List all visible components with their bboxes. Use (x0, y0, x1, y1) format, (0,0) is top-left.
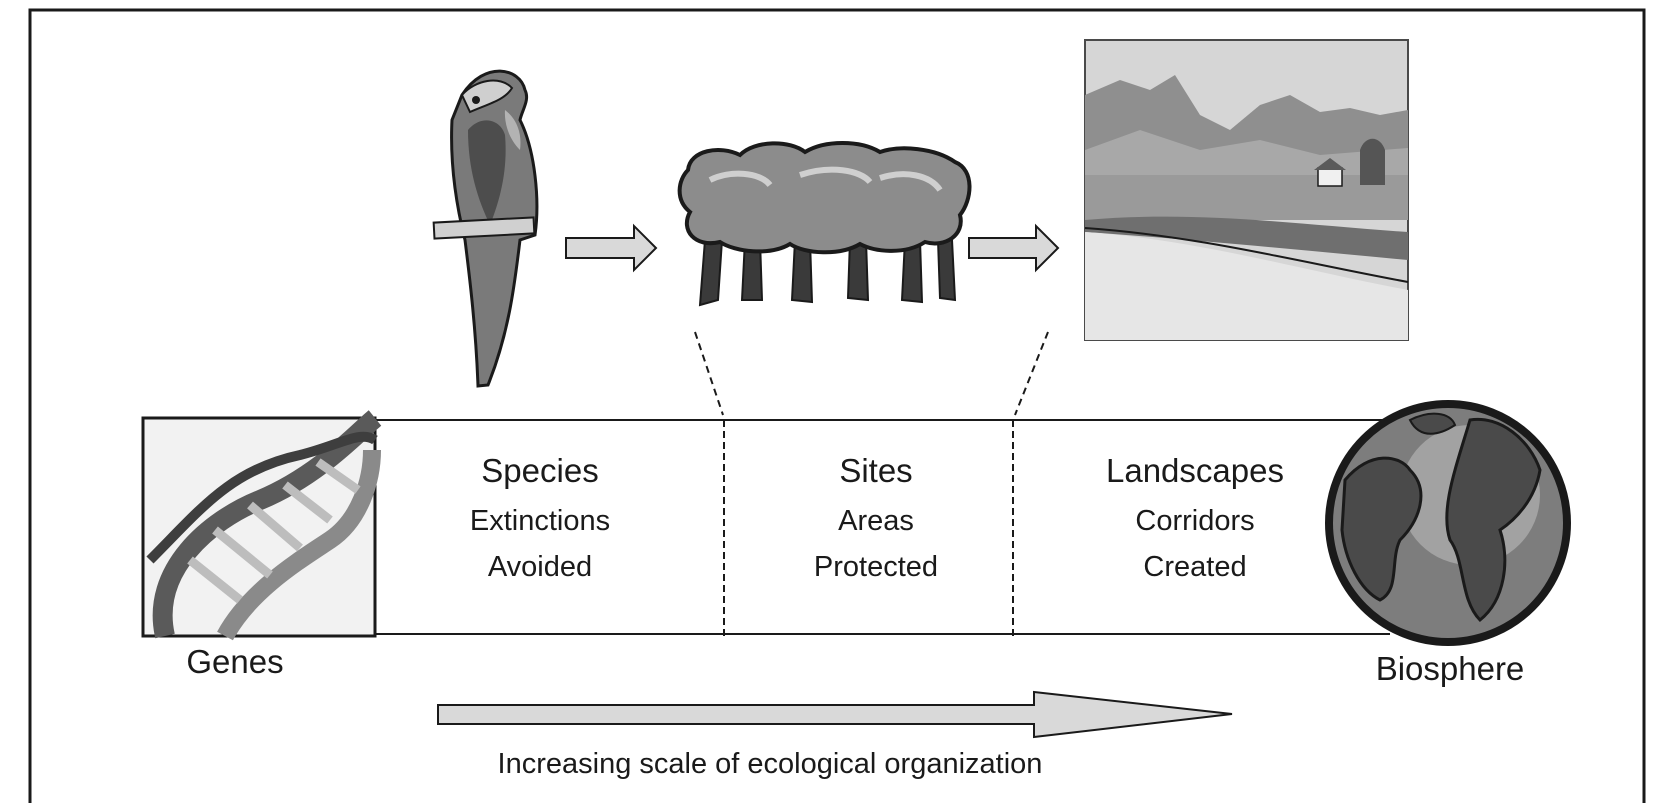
diagram-frame (28, 8, 1646, 803)
level-landscapes: Landscapes Corridors Created (1075, 452, 1315, 590)
scale-caption: Increasing scale of ecological organizat… (497, 748, 1043, 780)
level-line1: Extinctions (469, 505, 611, 537)
level-title: Sites (839, 452, 913, 489)
end-label-biosphere: Biosphere (1375, 650, 1525, 687)
landscape-icon (1084, 39, 1409, 341)
level-line2: Created (1143, 551, 1247, 583)
level-sites: Sites Areas Protected (756, 452, 996, 590)
level-line1: Areas (838, 505, 914, 537)
level-title: Species (481, 452, 599, 489)
dna-icon (141, 410, 382, 641)
arrow-right-2 (968, 223, 1060, 273)
connector-left (694, 331, 724, 416)
connector-right (1014, 331, 1049, 416)
level-species: Species Extinctions Avoided (420, 452, 660, 590)
level-line2: Avoided (487, 551, 593, 583)
level-title: Landscapes (1106, 452, 1284, 489)
globe-icon (1325, 400, 1571, 646)
scale-arrow (437, 690, 1233, 739)
parrot-icon (432, 69, 539, 388)
forest-icon (677, 141, 972, 307)
level-line2: Protected (813, 551, 939, 583)
arrow-right-1 (565, 223, 658, 273)
end-label-genes: Genes (186, 643, 284, 680)
level-line1: Corridors (1135, 505, 1255, 537)
